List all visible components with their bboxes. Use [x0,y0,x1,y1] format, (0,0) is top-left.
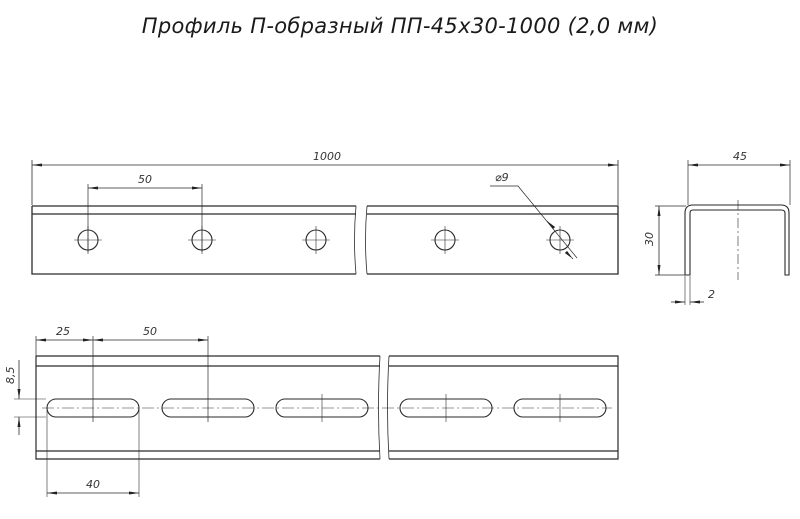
dim-height: 30 [643,232,656,246]
dim-slot-length: 40 [86,478,100,491]
side-view [31,160,619,275]
top-view [14,336,619,497]
dim-slot-pitch: 50 [143,325,157,338]
dim-width: 45 [733,150,747,163]
dim-thickness: 2 [708,288,715,301]
dim-first-offset: 25 [56,325,70,338]
dim-slot-width: 8,5 [4,367,17,385]
dim-length: 1000 [313,150,341,163]
drawing-title: Профиль П-образный ПП-45х30-1000 (2,0 мм… [141,14,659,38]
dim-hole-pitch: 50 [138,173,152,186]
dim-hole-diameter: ⌀9 [495,171,509,184]
cross-section-view [655,160,791,305]
